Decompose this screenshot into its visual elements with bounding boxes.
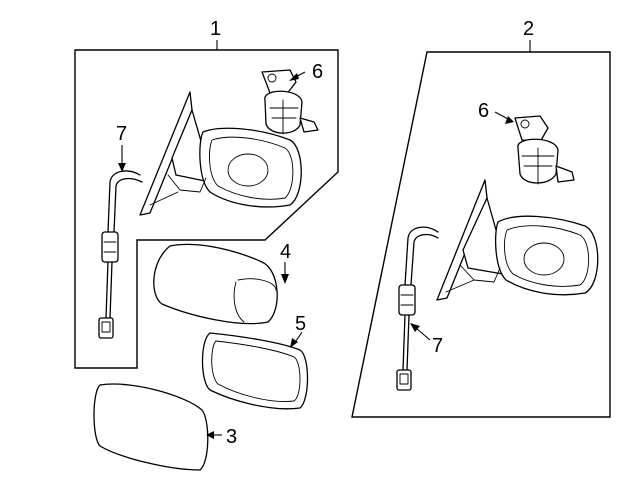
callout-2: 2 [523,18,534,40]
callout-6-right: 6 [478,100,489,122]
callout-3: 3 [226,426,237,448]
wire-harness-7-right [396,226,439,391]
mirror-cover-4 [153,243,278,325]
mirror-glass-3 [93,383,209,471]
mirror-assembly-2 [436,179,599,301]
callout-7-right: 7 [432,335,443,357]
mirror-assembly-1 [139,91,302,216]
callout-6-left: 6 [312,61,323,83]
mirror-motor-6-left [261,69,319,135]
callout-1: 1 [210,18,221,40]
mirror-glass-frame-5 [201,332,309,410]
callout-5: 5 [295,313,306,335]
mirror-motor-6-right [514,115,575,185]
assembly-1-group: 1 6 [74,18,339,369]
callout-7-left: 7 [116,123,127,145]
callout-4: 4 [280,241,291,263]
assembly-2-group: 2 6 7 [351,18,611,418]
wire-harness-7-left [98,170,143,339]
